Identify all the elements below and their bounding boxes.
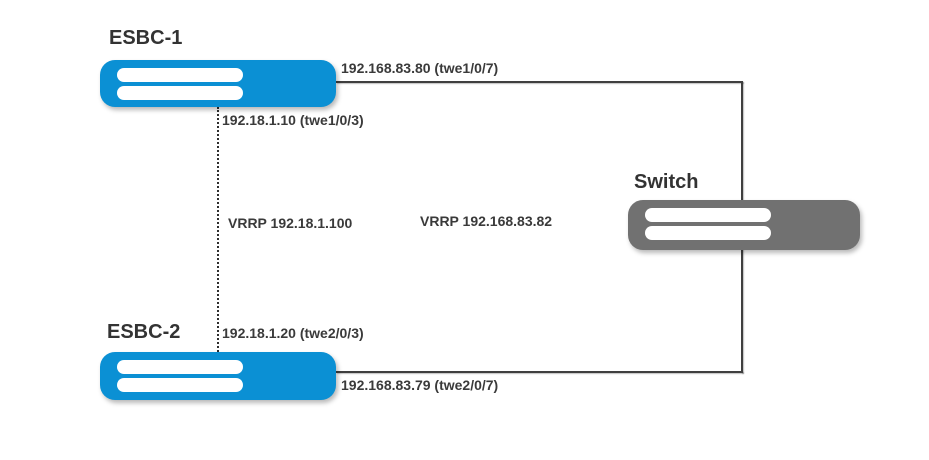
device-switch: [628, 200, 860, 250]
link-label-esbc2-lan-port: 192.18.1.20 (twe2/0/3): [222, 325, 364, 341]
device-esbc-2: [100, 352, 336, 400]
device-port-slot: [645, 208, 771, 222]
link-line-esbc1-esbc2-dotted: [217, 107, 219, 352]
device-label-esbc-1: ESBC-1: [109, 27, 183, 49]
device-port-slot: [117, 378, 243, 392]
device-port-slot: [117, 360, 243, 374]
link-line-esbc1-to-switch: [336, 81, 743, 83]
link-label-esbc1-lan-port: 192.18.1.10 (twe1/0/3): [222, 112, 364, 128]
device-label-esbc-2: ESBC-2: [107, 321, 181, 343]
device-port-slot: [645, 226, 771, 240]
link-label-vrrp-lan: VRRP 192.18.1.100: [228, 215, 353, 231]
link-label-vrrp-wan: VRRP 192.168.83.82: [420, 213, 553, 229]
link-label-esbc1-switch-uplink: 192.168.83.80 (twe1/0/7): [341, 60, 499, 76]
link-line-esbc2-to-switch: [336, 371, 743, 373]
link-label-esbc2-switch-uplink: 192.168.83.79 (twe2/0/7): [341, 377, 499, 393]
device-esbc-1: [100, 60, 336, 107]
device-port-slot: [117, 86, 243, 100]
device-port-slot: [117, 68, 243, 82]
device-label-switch: Switch: [634, 171, 699, 193]
